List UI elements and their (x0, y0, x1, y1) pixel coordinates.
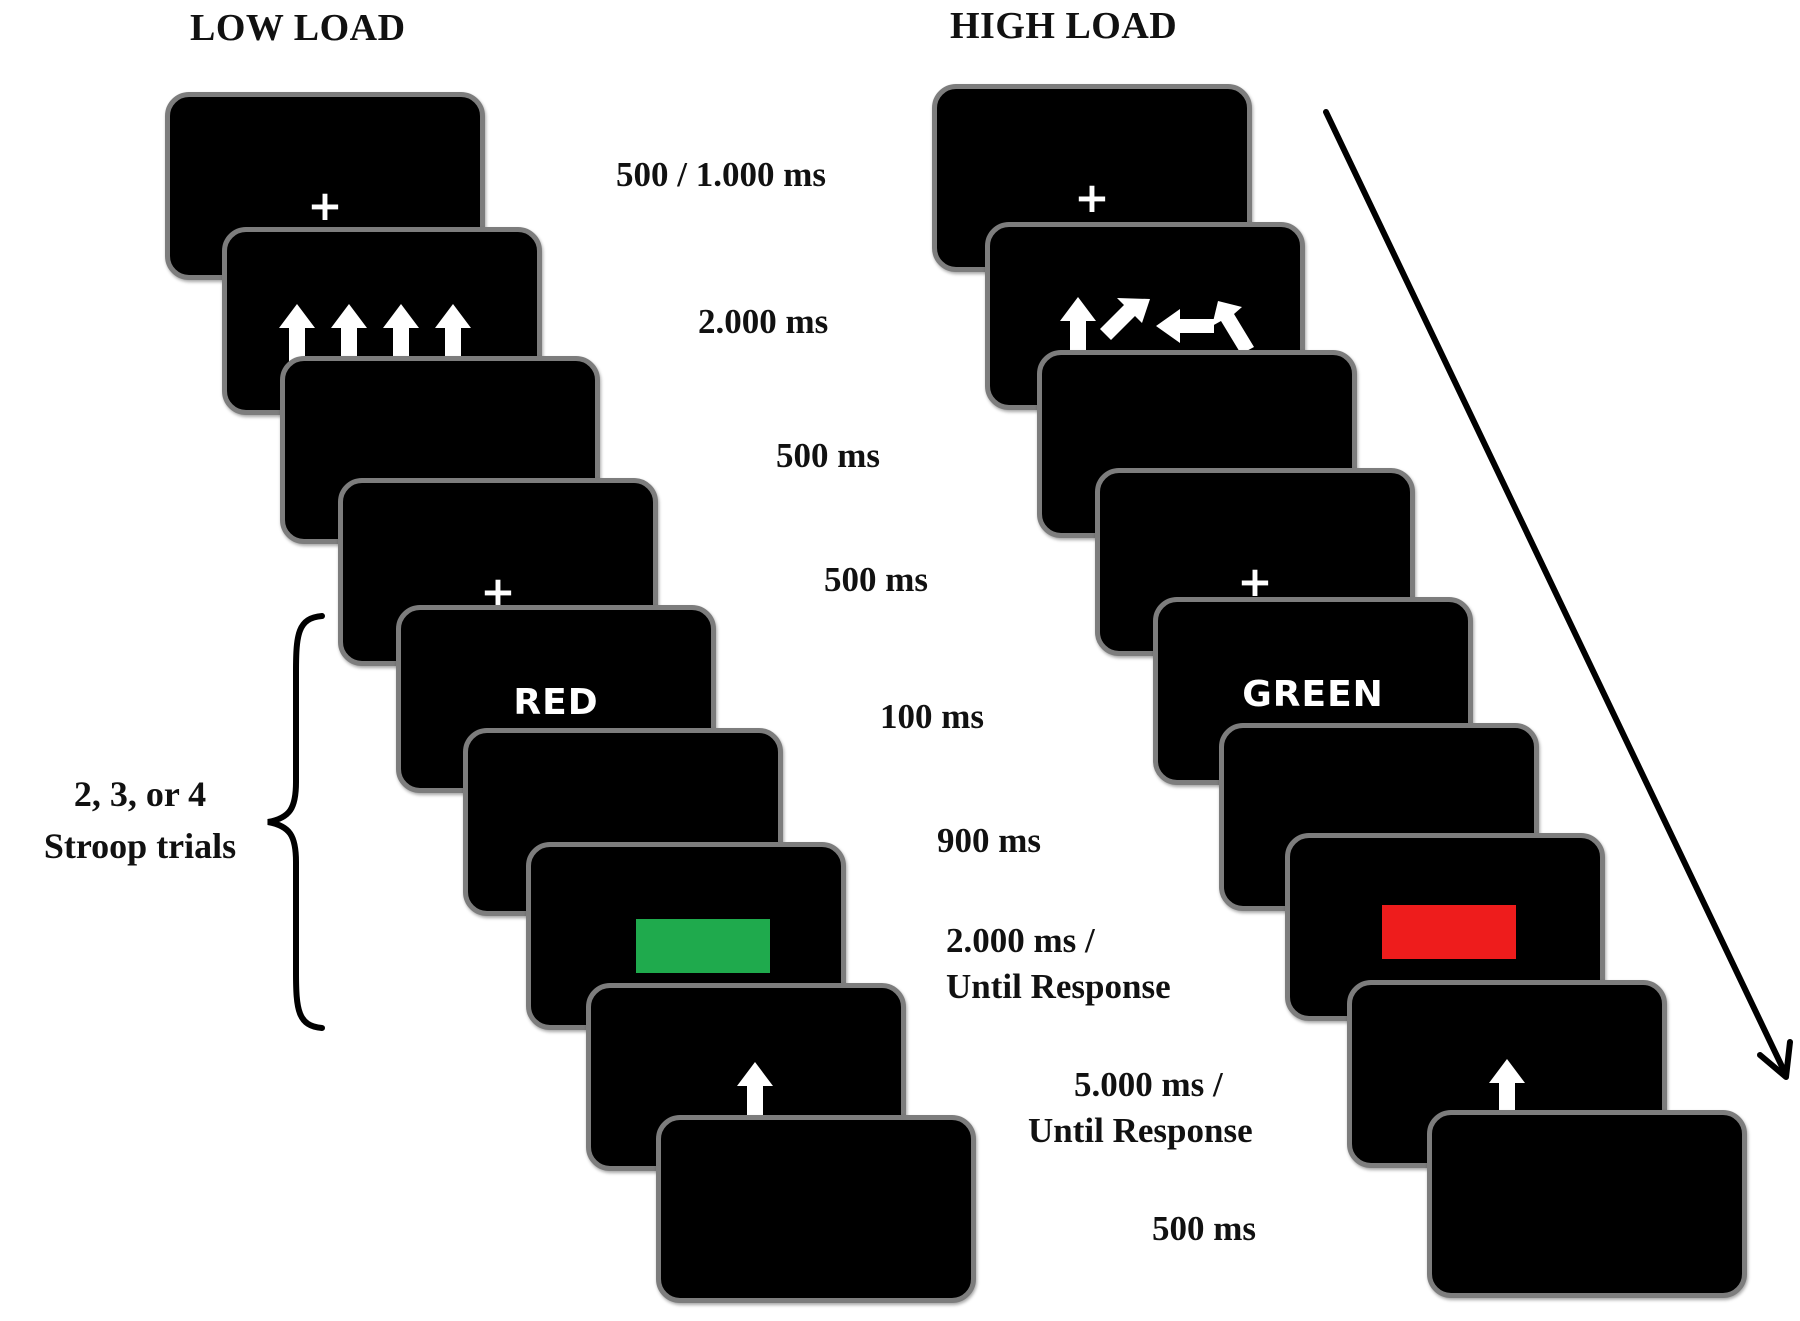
arrow-up-icon (331, 304, 367, 362)
stroop-label-line-2: Stroop trials (43, 826, 237, 867)
arrow-row (591, 1060, 901, 1122)
timing-4: 500 ms (824, 560, 929, 599)
arrow-up-icon (1060, 297, 1096, 355)
arrow-up-icon (1489, 1059, 1525, 1117)
low-screen-9 (656, 1115, 976, 1303)
arrow-row (227, 302, 537, 364)
high-screen-9 (1427, 1110, 1747, 1298)
arrow-up-icon (383, 304, 419, 362)
timing-7-line-1: 2.000 ms / (946, 921, 1095, 960)
color-patch (1382, 905, 1516, 959)
curly-brace-icon (267, 613, 325, 1031)
arrow-up-icon (279, 304, 315, 362)
timing-3: 500 ms (776, 436, 881, 475)
timing-2: 2.000 ms (698, 302, 829, 341)
timing-8-line-1: 5.000 ms / (1074, 1065, 1223, 1104)
timing-5: 100 ms (880, 697, 985, 736)
timing-7-line-2: Until Response (946, 966, 1171, 1006)
fixation-cross: + (1074, 173, 1110, 222)
arrow-row (990, 295, 1300, 357)
stroop-trials-label: 2, 3, or 4 Stroop trials (18, 768, 262, 872)
timing-8-line-2: Until Response (1028, 1110, 1253, 1150)
timing-1: 500 / 1.000 ms (616, 155, 826, 194)
timing-9: 500 ms (1152, 1209, 1257, 1248)
arrow-up-icon (737, 1062, 773, 1120)
fixation-cross: + (1237, 557, 1273, 606)
stroop-label-line-1: 2, 3, or 4 (73, 774, 207, 814)
diagonal-arrow-icon (1323, 109, 1793, 1080)
arrow-up-right-icon (1100, 298, 1150, 340)
timing-8: 5.000 ms / Until Response (1028, 1062, 1253, 1153)
fixation-cross: + (307, 181, 343, 230)
color-patch (636, 919, 770, 973)
high-load-title: HIGH LOAD (950, 5, 1178, 47)
arrow-up-icon (435, 304, 471, 362)
stroop-word: RED (513, 682, 599, 723)
timing-7: 2.000 ms / Until Response (946, 918, 1171, 1009)
arrow-left-icon (1156, 309, 1214, 343)
arrow-row (1352, 1057, 1662, 1119)
arrow-up-left-icon (1212, 301, 1254, 354)
timing-6: 900 ms (937, 821, 1042, 860)
low-load-title: LOW LOAD (190, 7, 406, 49)
stroop-word: GREEN (1242, 674, 1384, 715)
